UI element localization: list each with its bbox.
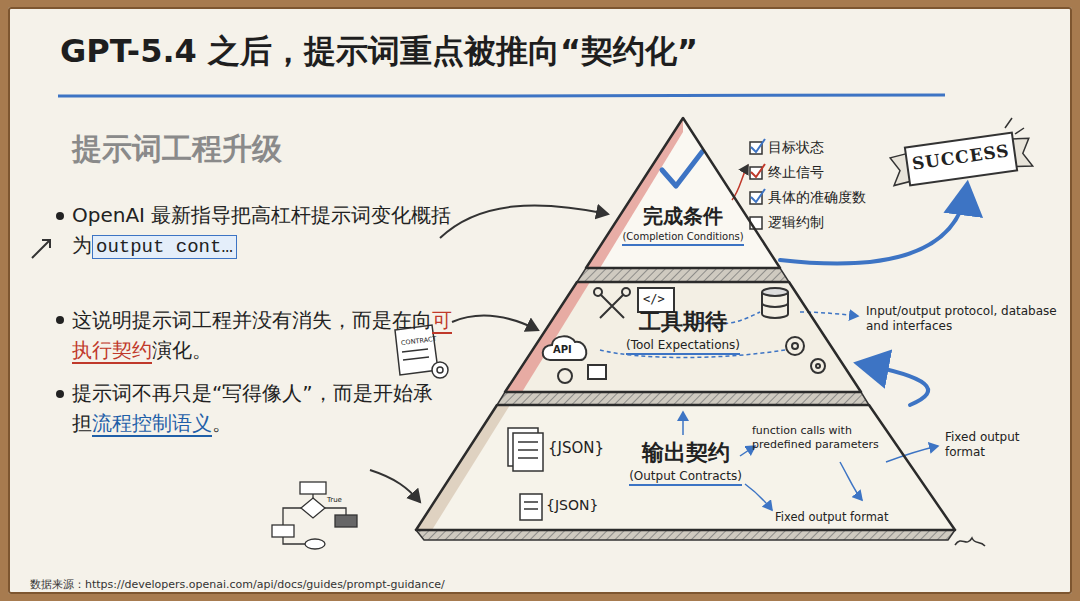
- highlight-term: output cont…: [92, 235, 237, 259]
- bullet-text: 提示词不再只是“写得像人”，而是开始承担流程控制语义。: [72, 378, 452, 438]
- layer-subtitle: (Output Contracts): [629, 469, 742, 486]
- icon-label: API: [553, 344, 572, 357]
- layer-heading: 完成条件: [643, 204, 723, 229]
- annotation: Fixed output format: [775, 510, 888, 524]
- checklist-item: 终止信号: [768, 164, 824, 182]
- bullet-text: 这说明提示词工程并没有消失，而是在向: [72, 308, 432, 332]
- json-badge: {JSON}: [546, 497, 598, 515]
- layer-heading: 工具期待: [639, 308, 727, 336]
- annotation: function calls with predefined parameter…: [752, 424, 880, 452]
- annotation: Input/output protocol, database and inte…: [866, 304, 1061, 334]
- annotation: Fixed output format: [945, 430, 1040, 460]
- source-note: 数据来源：https://developers.openai.com/api/d…: [30, 578, 445, 592]
- bullet-text: 演化。: [152, 338, 212, 362]
- node-text: 完成条件 (Completion Conditions): [586, 118, 780, 246]
- bullet-text: 这说明提示词工程并没有消失，而是在向可执行契约演化。: [72, 305, 452, 365]
- bullet-text: OpenAI 最新指导把高杠杆提示词变化概括为output cont…: [72, 200, 452, 262]
- title: GPT-5.4 之后，提示词重点被推向“契约化”: [60, 30, 698, 74]
- highlight-term: 流程控制语义: [92, 411, 212, 437]
- checklist-item: 具体的准确度数: [768, 189, 866, 207]
- pyramid-layer: 完成条件 (Completion Conditions): [586, 118, 780, 268]
- layer-heading: 输出契约: [642, 439, 730, 467]
- layer-outline: [586, 118, 780, 268]
- node-text: 工具期待 (Tool Expectations): [505, 282, 861, 355]
- layer-subtitle: (Completion Conditions): [622, 231, 743, 246]
- icon-label: True: [327, 496, 342, 505]
- icon-label: </>: [643, 292, 665, 307]
- checklist-item: 目标状态: [768, 139, 824, 157]
- subheading: 提示词工程升级: [72, 130, 282, 168]
- pyramid-layer: 工具期待 (Tool Expectations): [505, 282, 861, 392]
- layer-subtitle: (Tool Expectations): [626, 338, 740, 355]
- bullet-text: 。: [212, 411, 232, 435]
- checklist-item: 逻辑约制: [768, 214, 824, 232]
- json-badge: {JSON}: [548, 439, 604, 458]
- flow-arrow: [861, 364, 928, 405]
